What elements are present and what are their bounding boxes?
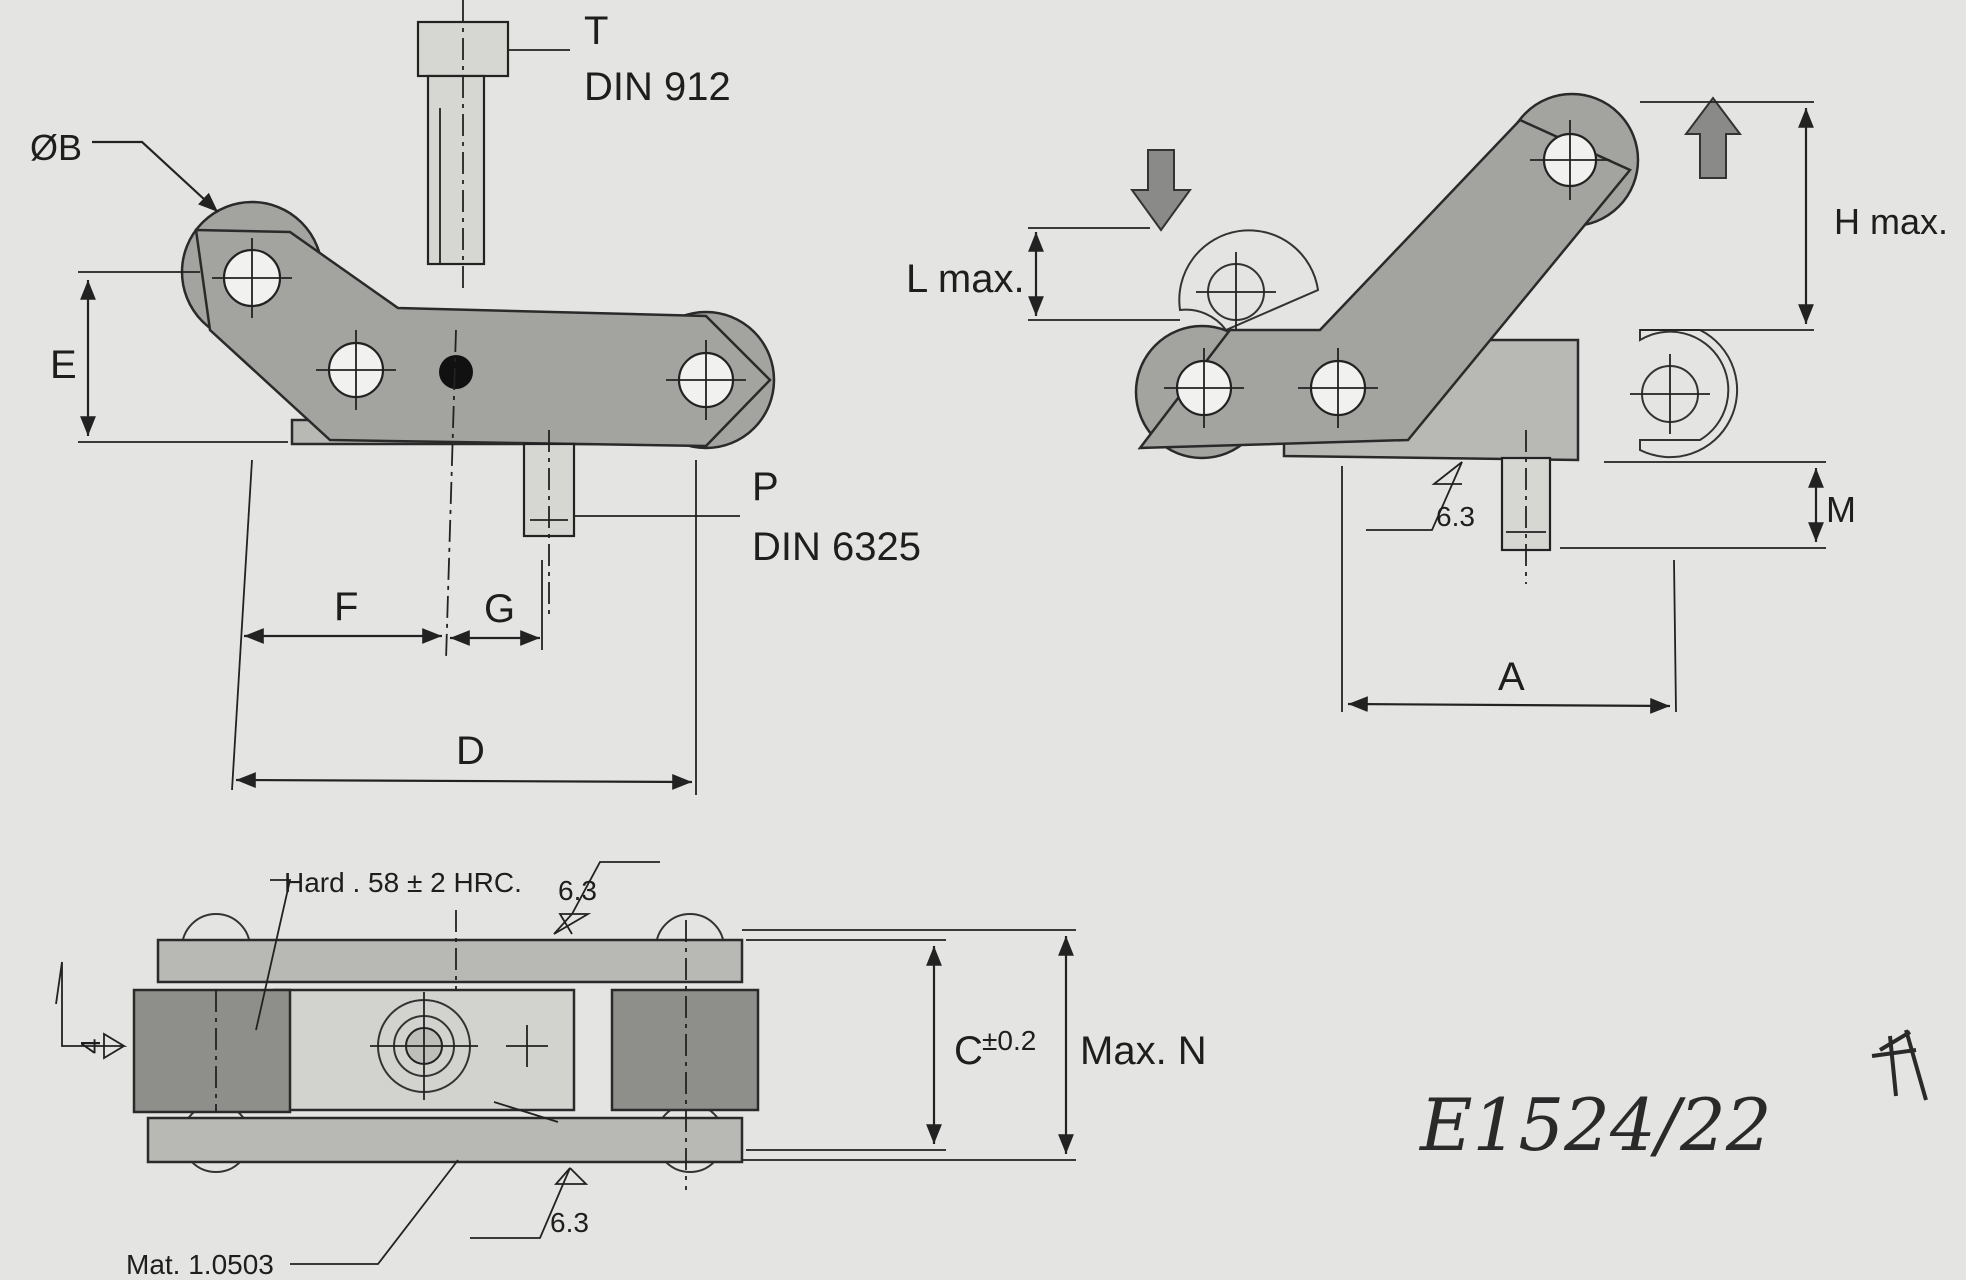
label-roughness-bottom: 6.3 [550,1207,589,1238]
lever-body [180,200,776,450]
label-c: C [954,1029,983,1073]
label-weld: 4 [75,1038,106,1054]
screw-din912 [416,0,570,290]
label-e: E [50,343,77,387]
label-l-max: L max. [906,257,1025,301]
label-hardness: Hard . 58 ± 2 HRC. [284,867,522,898]
label-m: M [1826,489,1856,530]
label-p: P [752,465,779,509]
label-material: Mat. 1.0503 [126,1249,274,1280]
top-view: Hard . 58 ± 2 HRC. 6.3 6.3 4 C ±0.2 Max.… [55,861,1207,1280]
label-roughness-side: 6.3 [1436,501,1475,532]
label-max-n: Max. N [1080,1029,1207,1073]
label-din6325: DIN 6325 [752,525,921,569]
handwritten-note: E1524/22 [1418,1083,1772,1167]
label-dia-b: ØB [30,127,82,168]
side-view: T DIN 912 ØB E P DIN 6325 F G D [30,0,921,795]
label-h-max: H max. [1834,201,1948,242]
handwritten-mark [1871,1029,1928,1101]
label-t: T [584,9,608,53]
label-f: F [334,585,358,629]
label-din912: DIN 912 [584,65,731,109]
label-d: D [456,729,485,773]
pin-din6325 [522,430,740,620]
swing-view: L max. H max. M A 6.3 [906,92,1948,714]
label-g: G [484,587,515,631]
label-roughness-top: 6.3 [558,875,597,906]
label-a: A [1498,655,1525,699]
label-c-tolerance: ±0.2 [982,1025,1036,1056]
